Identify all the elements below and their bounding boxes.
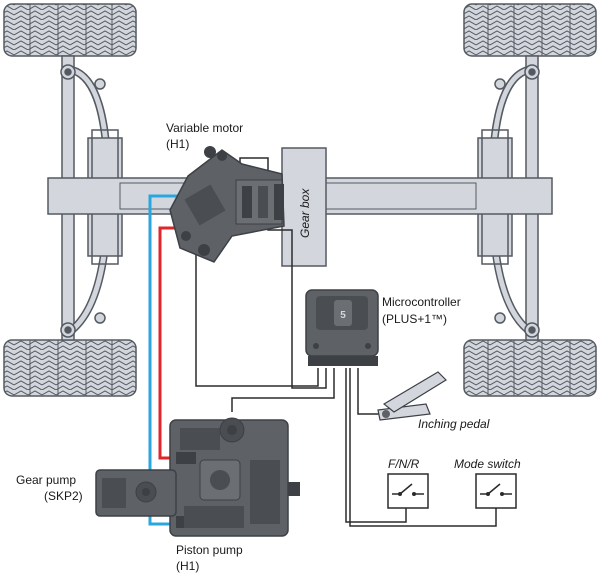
mode-switch-symbol-icon bbox=[475, 473, 517, 509]
inching-pedal-label: Inching pedal bbox=[418, 417, 490, 431]
gear-pump-label-line2: (SKP2) bbox=[44, 489, 83, 503]
microcontroller-label-line2: (PLUS+1™) bbox=[382, 312, 447, 326]
fnr-label: F/N/R bbox=[388, 457, 420, 471]
svg-text:5: 5 bbox=[340, 310, 346, 321]
tire-rear-right-icon bbox=[463, 339, 597, 397]
return-hose bbox=[148, 194, 190, 526]
piston-pump-label-line2: (H1) bbox=[176, 559, 199, 573]
piston-pump bbox=[169, 417, 300, 537]
mode-switch-label: Mode switch bbox=[454, 457, 521, 471]
gear-pump bbox=[95, 469, 177, 517]
gear-box-label: Gear box bbox=[298, 188, 312, 238]
pressure-hose bbox=[158, 226, 182, 460]
gear-pump-label-line1: Gear pump bbox=[16, 473, 76, 487]
fnr-switch-symbol-icon bbox=[387, 473, 429, 509]
microcontroller-label-line1: Microcontroller bbox=[382, 295, 461, 309]
piston-pump-label-line1: Piston pump bbox=[176, 543, 243, 557]
tire-rear-left-icon bbox=[3, 339, 137, 397]
variable-motor-label-line1: Variable motor bbox=[166, 121, 243, 135]
pedal-icon bbox=[377, 371, 447, 421]
variable-motor bbox=[169, 146, 285, 263]
gear-box: Gear box bbox=[281, 147, 327, 267]
tire-front-left-icon bbox=[3, 3, 137, 57]
microcontroller: 5 bbox=[305, 289, 379, 366]
tire-front-right-icon bbox=[463, 3, 597, 57]
variable-motor-label-line2: (H1) bbox=[166, 137, 189, 151]
